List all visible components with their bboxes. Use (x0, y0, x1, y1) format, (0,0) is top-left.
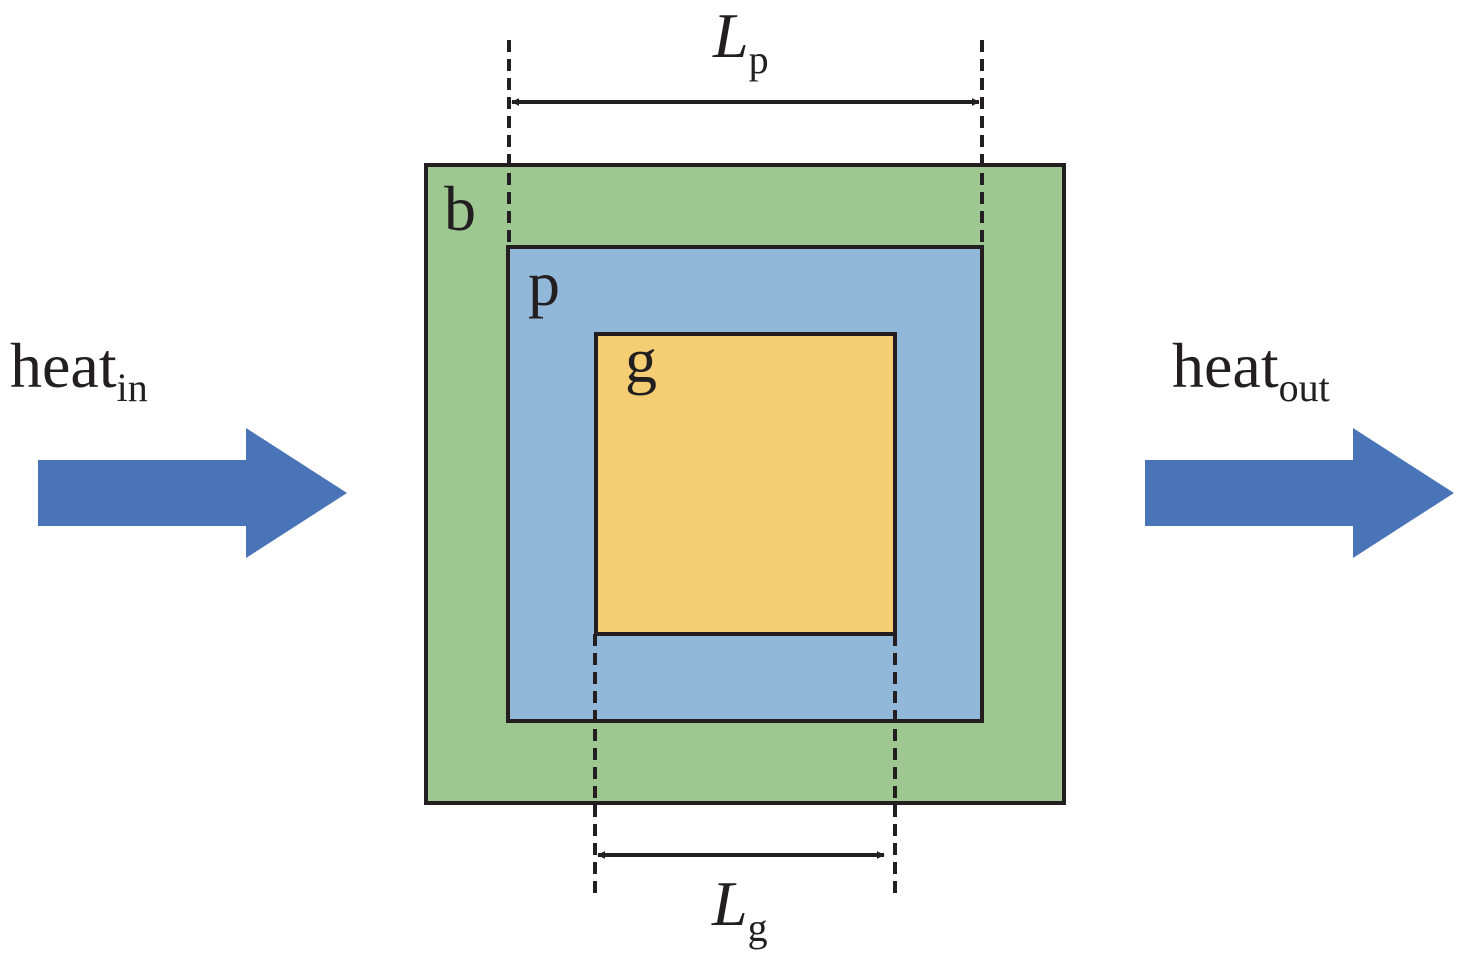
region-p-label: p (528, 248, 560, 319)
heat-out-arrow-icon (1145, 428, 1454, 558)
heat-out-label: heatout (1172, 330, 1330, 410)
region-g-label: g (625, 325, 657, 396)
dimension-label-lp: Lp (712, 0, 769, 82)
heat-in-label: heatin (10, 330, 148, 410)
region-g (594, 332, 897, 636)
region-b-label: b (444, 173, 476, 244)
heat-in-arrow-icon (38, 428, 347, 558)
dimension-label-lg: Lg (711, 868, 768, 950)
